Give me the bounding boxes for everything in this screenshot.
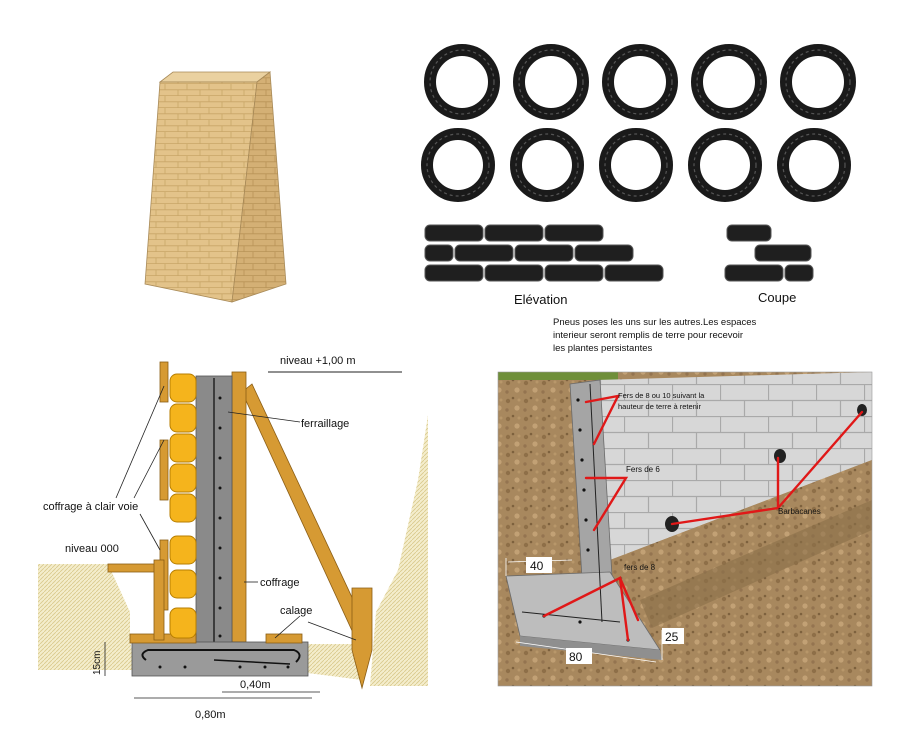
soil-left	[38, 564, 135, 670]
dim-080: 0,80m	[195, 709, 226, 721]
level-zero-label: niveau 000	[65, 543, 119, 555]
coffrage-label: coffrage	[260, 577, 300, 589]
label-coupe: Coupe	[758, 290, 796, 305]
ferraillage-label: ferraillage	[301, 418, 349, 430]
block-wall	[596, 372, 872, 560]
cross-section-diagram: niveau +1,00 m	[38, 355, 428, 721]
fers-top-line2: hauteur de terre à retenir	[618, 402, 701, 411]
concrete-footing	[131, 641, 309, 677]
barbacanes-label: Barbacanes	[778, 507, 821, 516]
dim-25-label: 25	[665, 630, 679, 644]
fers-6-label: Fers de 6	[626, 465, 660, 474]
fers-8-label: fers de 8	[624, 563, 656, 572]
tire-rings	[421, 44, 856, 202]
tire-caption-line3: les plantes persistantes	[553, 343, 653, 354]
dim-40-label: 40	[530, 559, 544, 573]
tire-caption-line1: Pneus poses les uns sur les autres.Les e…	[553, 317, 757, 328]
retaining-wall-3d: Fers de 8 ou 10 suivant la hauteur de te…	[497, 371, 873, 687]
level-top-label: niveau +1,00 m	[280, 355, 356, 367]
dim-80-label: 80	[569, 650, 583, 664]
stone-block-illustration	[144, 71, 287, 303]
dim-15cm: 15cm	[92, 651, 103, 675]
dim-040: 0,40m	[240, 679, 271, 691]
tire-elevation-stack	[424, 224, 664, 282]
coffrage-claire-voie-label: coffrage à clair voie	[43, 501, 138, 513]
annotation-leaders	[542, 394, 864, 642]
soil-left-bottom	[300, 644, 362, 680]
label-elevation: Elévation	[514, 292, 567, 307]
tire-caption-line2: interieur seront remplis de terre pour r…	[553, 330, 743, 341]
soil-right	[370, 415, 428, 686]
stake	[351, 587, 373, 690]
hay-bales	[169, 373, 197, 639]
calage-label: calage	[280, 605, 312, 617]
fers-top-line1: Fers de 8 ou 10 suivant la	[618, 391, 705, 400]
tire-section-stack	[724, 224, 814, 282]
tire-wall-illustration: Elévation Coupe Pneus poses les uns sur …	[421, 44, 856, 354]
